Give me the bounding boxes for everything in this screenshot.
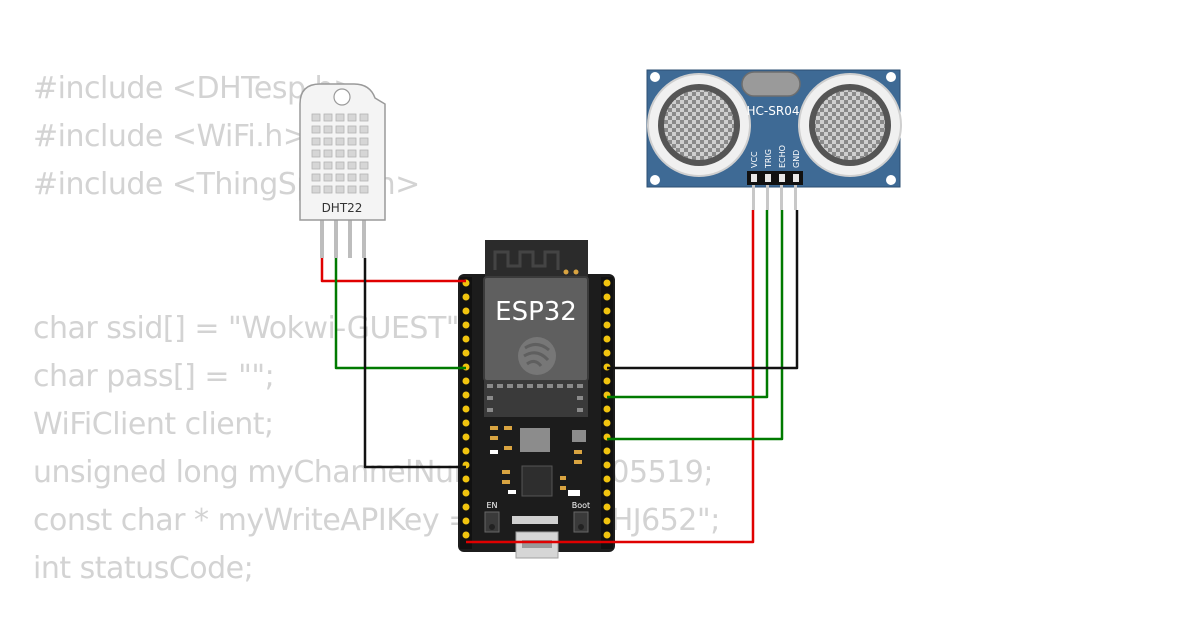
- module-pads: [487, 384, 583, 412]
- antenna-trace-icon: [493, 250, 560, 270]
- mounting-hole-icon: [650, 72, 660, 82]
- smd-components: [490, 426, 582, 490]
- code-line: int statusCode;: [33, 551, 254, 586]
- dht22-sensor[interactable]: DHT22: [299, 83, 386, 258]
- wire-hcsr04-vcc[interactable]: [466, 210, 755, 544]
- right-pins[interactable]: [603, 279, 611, 539]
- esp32-board[interactable]: ESP32 EN Boot: [458, 240, 615, 559]
- antenna-area: [485, 240, 588, 280]
- code-line: #include <WiFi.h>: [33, 119, 308, 154]
- dht22-leads: [320, 218, 366, 258]
- wire-dht-data[interactable]: [334, 258, 466, 370]
- wires: [320, 210, 799, 544]
- usb-mount: [512, 516, 558, 524]
- pin-trig[interactable]: [765, 174, 771, 182]
- en-button[interactable]: [484, 511, 500, 533]
- mounting-hole-icon: [886, 175, 896, 185]
- dht22-vent-grid: [311, 113, 369, 194]
- hcsr04-label: HC-SR04: [747, 104, 800, 118]
- boot-button-label: Boot: [572, 501, 590, 510]
- lead: [766, 185, 769, 210]
- right-transducer: [798, 73, 902, 177]
- dht22-label: DHT22: [322, 201, 363, 215]
- lead: [780, 185, 783, 210]
- mounting-hole-icon: [333, 88, 351, 106]
- voltage-regulator: [520, 428, 550, 452]
- pin-vcc[interactable]: [751, 174, 757, 182]
- wire-hcsr04-echo[interactable]: [607, 210, 784, 441]
- mounting-hole-icon: [886, 72, 896, 82]
- pin-label-trig: TRIG: [764, 149, 773, 169]
- usb-uart-chip: [521, 465, 553, 497]
- boot-button[interactable]: [573, 511, 589, 533]
- hcsr04-sensor[interactable]: HC-SR04 VCC TRIG ECHO GND: [646, 69, 902, 210]
- espressif-logo-icon: [518, 337, 556, 375]
- crystal-oscillator: [741, 71, 801, 97]
- esp32-label: ESP32: [495, 297, 577, 327]
- smd-components-white: [490, 450, 580, 496]
- button-cap-icon: [578, 524, 584, 530]
- lead: [794, 185, 797, 210]
- usb-socket-icon: [522, 540, 552, 548]
- pin-header: [747, 171, 803, 185]
- left-pin-header: [460, 277, 472, 549]
- code-line: char pass[] = "";: [33, 359, 275, 394]
- pin-echo[interactable]: [779, 174, 785, 182]
- button-cap-icon: [489, 524, 495, 530]
- pin-gnd[interactable]: [793, 174, 799, 182]
- wire-hcsr04-gnd[interactable]: [607, 210, 799, 370]
- code-line: WiFiClient client;: [33, 407, 274, 442]
- lead: [752, 185, 755, 210]
- code-line: char ssid[] = "Wokwi-GUEST";: [33, 311, 469, 346]
- pin-label-echo: ECHO: [778, 145, 787, 168]
- pin-label-gnd: GND: [792, 150, 801, 168]
- mounting-hole-icon: [650, 175, 660, 185]
- wire-dht-vcc[interactable]: [320, 258, 466, 283]
- wire-hcsr04-trig[interactable]: [607, 210, 769, 399]
- pin-label-vcc: VCC: [750, 151, 759, 168]
- wire-dht-gnd[interactable]: [363, 258, 466, 469]
- component: [572, 430, 586, 442]
- right-pin-header: [601, 277, 613, 549]
- left-transducer: [647, 73, 751, 177]
- en-button-label: EN: [486, 501, 497, 510]
